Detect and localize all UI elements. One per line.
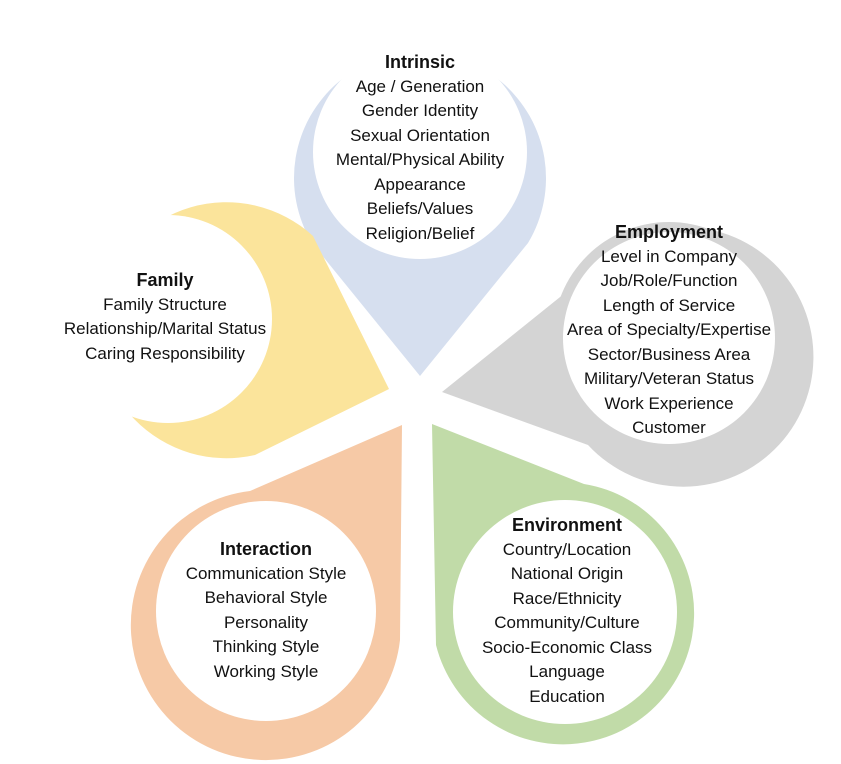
family-items: Family Structure Relationship/Marital St… <box>30 293 300 367</box>
list-item: Age / Generation <box>355 76 485 96</box>
petal-environment-inner <box>453 500 677 724</box>
list-item: Customer <box>632 418 706 437</box>
list-item: National Origin <box>510 564 624 583</box>
list-item: Communication Style <box>185 563 347 583</box>
list-item: Socio-Economic Class <box>481 637 653 657</box>
list-item: Beliefs/Values <box>366 199 474 218</box>
intrinsic-title: Intrinsic <box>384 52 455 72</box>
employment-text: Employment Level in Company Job/Role/Fun… <box>529 220 809 441</box>
list-item: Behavioral Style <box>204 588 328 607</box>
environment-text: Environment Country/Location National Or… <box>437 513 697 709</box>
list-item: Religion/Belief <box>365 223 475 243</box>
list-item: Race/Ethnicity <box>512 588 622 608</box>
list-item: Mental/Physical Ability <box>335 150 505 169</box>
list-item: Sector/Business Area <box>587 344 751 364</box>
list-item: Appearance <box>374 174 466 194</box>
list-item: Military/Veteran Status <box>583 369 755 388</box>
family-title: Family <box>136 270 194 290</box>
petal-employment-inner-fill <box>563 232 775 444</box>
employment-title: Employment <box>614 222 724 242</box>
list-item: Work Experience <box>604 393 734 413</box>
environment-items: Country/Location National Origin Race/Et… <box>437 538 697 710</box>
list-item: Gender Identity <box>361 101 479 120</box>
list-item: Length of Service <box>602 295 736 315</box>
petal-family-inner <box>64 215 272 423</box>
list-item: Family Structure <box>103 294 227 314</box>
list-item: Community/Culture <box>494 613 640 632</box>
environment-title: Environment <box>511 515 622 535</box>
petal-intrinsic-inner <box>313 45 527 259</box>
list-item: Personality <box>223 612 309 632</box>
petal-interaction-inner <box>156 501 376 721</box>
interaction-title: Interaction <box>219 539 312 559</box>
list-item: Sexual Orientation <box>350 125 490 145</box>
interaction-items: Communication Style Behavioral Style Per… <box>136 562 396 685</box>
list-item: Language <box>529 662 605 681</box>
list-item: Relationship/Marital Status <box>63 319 267 338</box>
list-item: Level in Company <box>600 246 738 266</box>
intrinsic-text: Intrinsic Age / Generation Gender Identi… <box>290 50 550 246</box>
list-item: Country/Location <box>502 539 632 559</box>
list-item: Thinking Style <box>212 637 320 656</box>
list-item: Education <box>529 686 605 706</box>
family-text: Family Family Structure Relationship/Mar… <box>30 268 300 366</box>
list-item: Caring Responsibility <box>85 343 245 363</box>
employment-items: Level in Company Job/Role/Function Lengt… <box>529 245 809 441</box>
list-item: Job/Role/Function <box>600 271 738 290</box>
list-item: Area of Specialty/Expertise <box>566 320 772 339</box>
intrinsic-items: Age / Generation Gender Identity Sexual … <box>290 75 550 247</box>
interaction-text: Interaction Communication Style Behavior… <box>136 537 396 684</box>
list-item: Working Style <box>213 661 319 681</box>
